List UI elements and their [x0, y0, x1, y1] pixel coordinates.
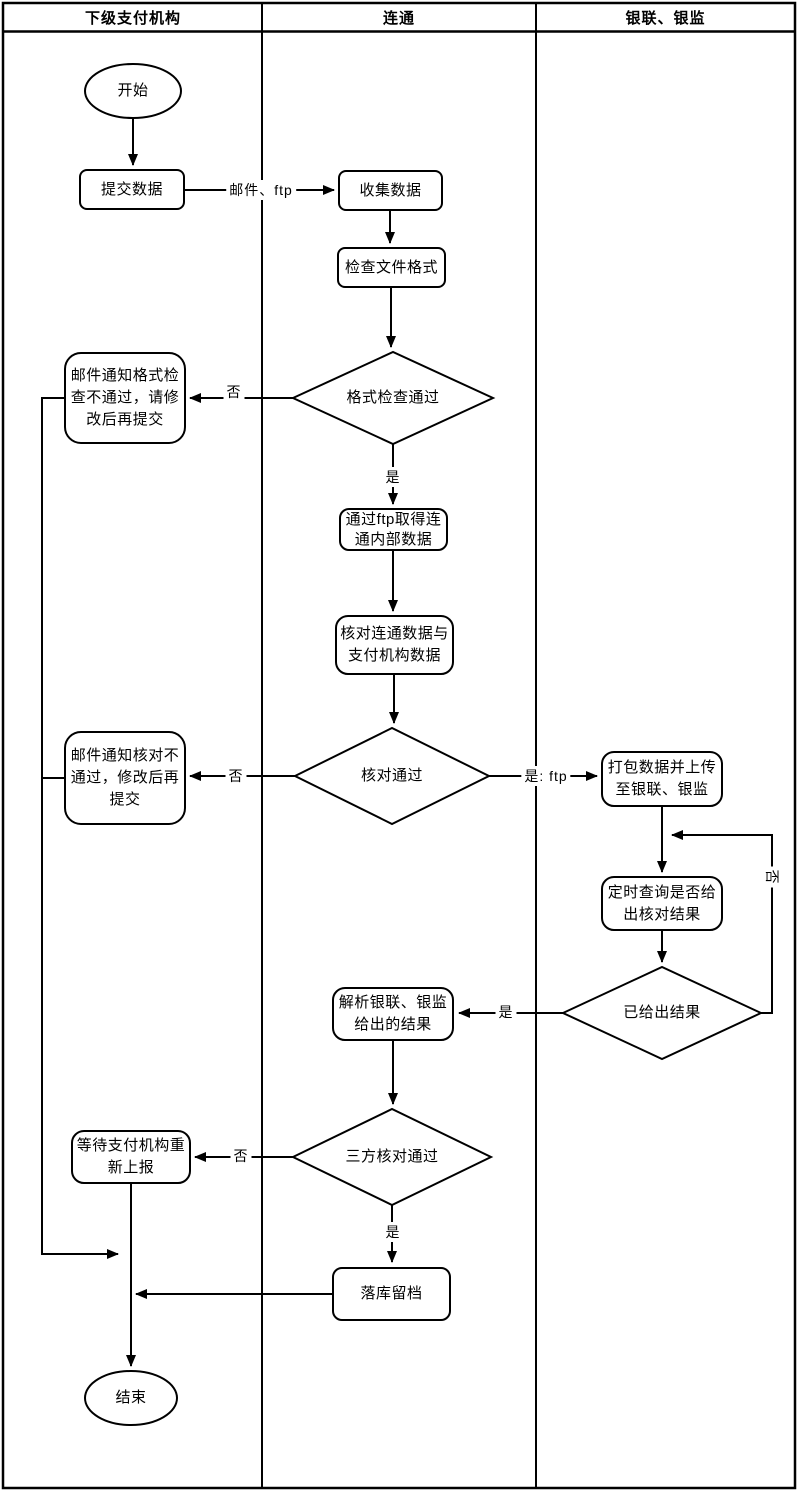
wait-resubmit-box: [71, 1130, 191, 1184]
edge-label-format-yes: 是: [382, 467, 404, 487]
format-check-pass-label: 格式检查通过: [346, 389, 440, 406]
edge-label-mail-ftp: 邮件、ftp: [226, 180, 296, 200]
verify-pass-label: 核对通过: [360, 767, 423, 784]
edge-label-result-yes: 是: [495, 1002, 517, 1022]
package-upload-label: 打包数据并上传至银联、银监: [607, 759, 717, 798]
edge-notifyformat-feedback: [41, 397, 119, 1259]
result-given-label: 已给出结果: [623, 1004, 701, 1021]
ftp-get-internal-data-box: [339, 508, 448, 551]
edge-resultdecision-no-loop: [671, 830, 773, 1014]
verify-pass-diamond: [292, 726, 492, 826]
edge-label-verify-yes-ftp: 是: ftp: [521, 766, 571, 786]
verify-data-box: [335, 615, 454, 675]
three-way-pass-diamond: [290, 1107, 494, 1207]
edge-label-format-no: 否: [223, 382, 245, 402]
edge-label-three-way-yes: 是: [382, 1222, 404, 1242]
check-file-format-label: 检查文件格式: [344, 258, 438, 276]
verify-data-label: 核对连通数据与支付机构数据: [340, 625, 449, 664]
wait-resubmit-label: 等待支付机构重新上报: [76, 1137, 186, 1176]
edge-label-verify-no: 否: [225, 766, 247, 786]
poll-result-label: 定时查询是否给出核对结果: [607, 883, 717, 923]
package-upload-box: [601, 751, 723, 807]
collect-data-label: 收集数据: [359, 181, 422, 199]
end-terminator-label: 结束: [115, 1389, 147, 1406]
notify-verify-fail-box: [64, 731, 186, 825]
lane-header-payment-institution: 下级支付机构: [84, 10, 181, 27]
lane-header-unionpay-cbrc: 银联、银监: [625, 10, 706, 27]
start-terminator-label: 开始: [117, 82, 149, 99]
parse-result-box: [332, 987, 454, 1041]
submit-data-label: 提交数据: [100, 180, 163, 198]
archive-label: 落库留档: [360, 1285, 423, 1302]
end-terminator-shape: [84, 1370, 178, 1426]
submit-data-box: [79, 169, 185, 210]
three-way-pass-label: 三方核对通过: [345, 1148, 439, 1165]
notify-verify-fail-label: 邮件通知核对不通过，修改后再提交: [70, 747, 180, 808]
check-file-format-box: [337, 247, 446, 288]
collect-data-box: [338, 170, 443, 211]
start-terminator-shape: [84, 63, 182, 119]
edge-label-three-way-no: 否: [230, 1146, 252, 1166]
result-given-diamond: [560, 965, 764, 1061]
ftp-get-internal-data-label: 通过ftp取得连通内部数据: [345, 510, 442, 548]
notify-format-fail-label: 邮件通知格式检查不通过，请修改后再提交: [70, 367, 180, 428]
notify-format-fail-box: [64, 352, 186, 444]
parse-result-label: 解析银联、银监给出的结果: [338, 994, 448, 1033]
lane-header-liantong: 连通: [382, 10, 415, 27]
edge-label-result-no: 否: [762, 866, 782, 888]
archive-box: [332, 1267, 451, 1321]
poll-result-box: [601, 876, 723, 931]
format-check-pass-diamond: [290, 350, 496, 446]
